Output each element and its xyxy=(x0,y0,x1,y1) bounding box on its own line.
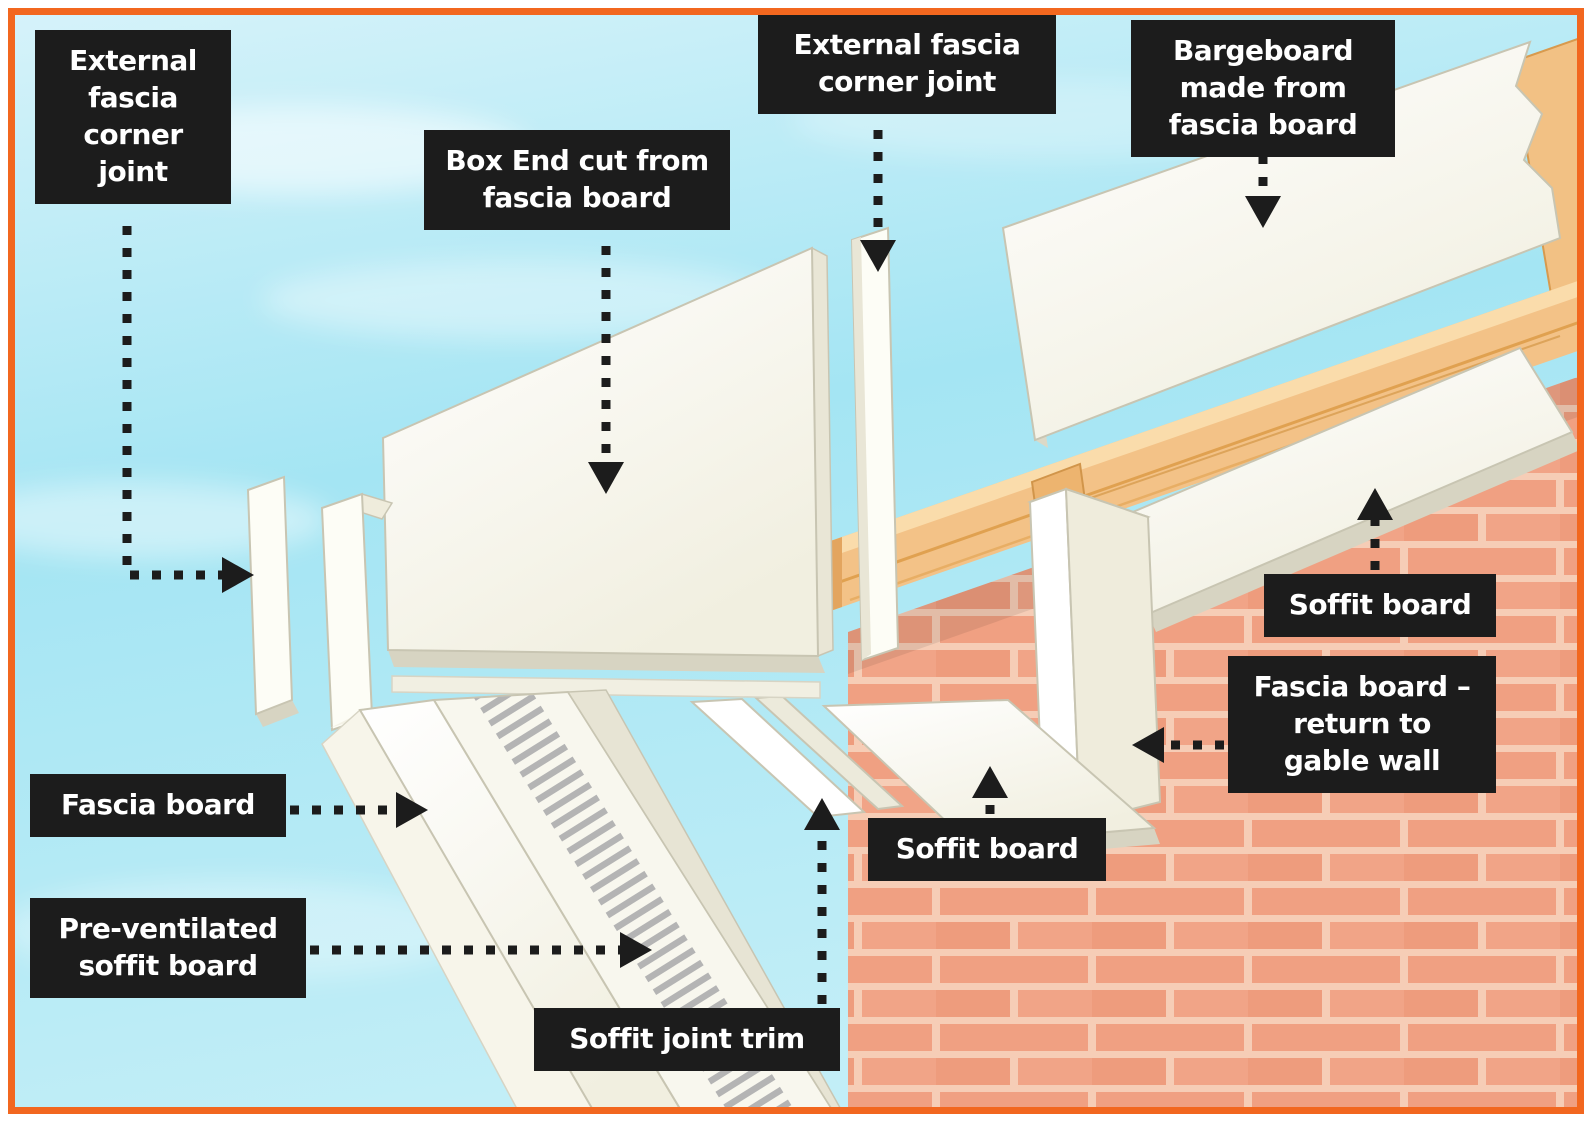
label-soffit-board-right: Soffit board xyxy=(1264,574,1496,637)
soffit-ledge xyxy=(391,675,821,699)
arrowhead-up-icon xyxy=(1357,488,1393,520)
arrow-pre-ventilated-soffit xyxy=(310,932,652,968)
label-bargeboard: Bargeboard made from fascia board xyxy=(1131,20,1395,157)
arrowhead-right-icon xyxy=(222,557,254,593)
soffit-back-edge xyxy=(566,689,843,1111)
arrowhead-right-icon xyxy=(396,792,428,828)
arrow-soffit-board-center xyxy=(972,766,1008,814)
arrowhead-down-icon xyxy=(588,462,624,494)
label-box-end: Box End cut from fascia board xyxy=(424,130,730,230)
arrow-external-fascia-corner-joint-top xyxy=(860,130,896,272)
fascia-return-panel xyxy=(1027,487,1162,840)
arrowhead-down-icon xyxy=(1245,196,1281,228)
corner-joint-left-strip xyxy=(246,475,299,727)
arrow-box-end xyxy=(588,246,624,494)
arrow-bargeboard xyxy=(1245,155,1281,228)
corner-joint-center-strip xyxy=(850,226,900,662)
arrow-fascia-return xyxy=(1132,727,1224,763)
vent-slots xyxy=(474,695,796,1111)
label-external-fascia-corner-joint-left: External fascia corner joint xyxy=(35,30,231,204)
arrowhead-left-icon xyxy=(1132,727,1164,763)
label-fascia-return: Fascia board – return to gable wall xyxy=(1228,656,1496,793)
label-soffit-joint-trim: Soffit joint trim xyxy=(534,1008,840,1071)
arrow-external-fascia-corner-joint-left xyxy=(122,226,254,593)
arrowhead-up-icon xyxy=(804,798,840,830)
fascia-front-face xyxy=(321,708,595,1111)
label-fascia-board: Fascia board xyxy=(30,774,286,837)
box-end-panel xyxy=(381,246,834,673)
label-external-fascia-corner-joint-top: External fascia corner joint xyxy=(758,14,1056,114)
pointer-arrows xyxy=(122,130,1393,1004)
arrowhead-up-icon xyxy=(972,766,1008,798)
arrowhead-down-icon xyxy=(860,240,896,272)
label-soffit-board-center: Soffit board xyxy=(868,818,1106,881)
arrow-soffit-joint-trim xyxy=(804,798,840,1004)
arrowhead-right-icon xyxy=(620,932,652,968)
label-pre-ventilated-soffit: Pre-ventilated soffit board xyxy=(30,898,306,998)
arrow-soffit-board-right xyxy=(1357,488,1393,570)
bargeboard-panel xyxy=(1001,40,1562,448)
arrow-fascia-board xyxy=(290,792,428,828)
